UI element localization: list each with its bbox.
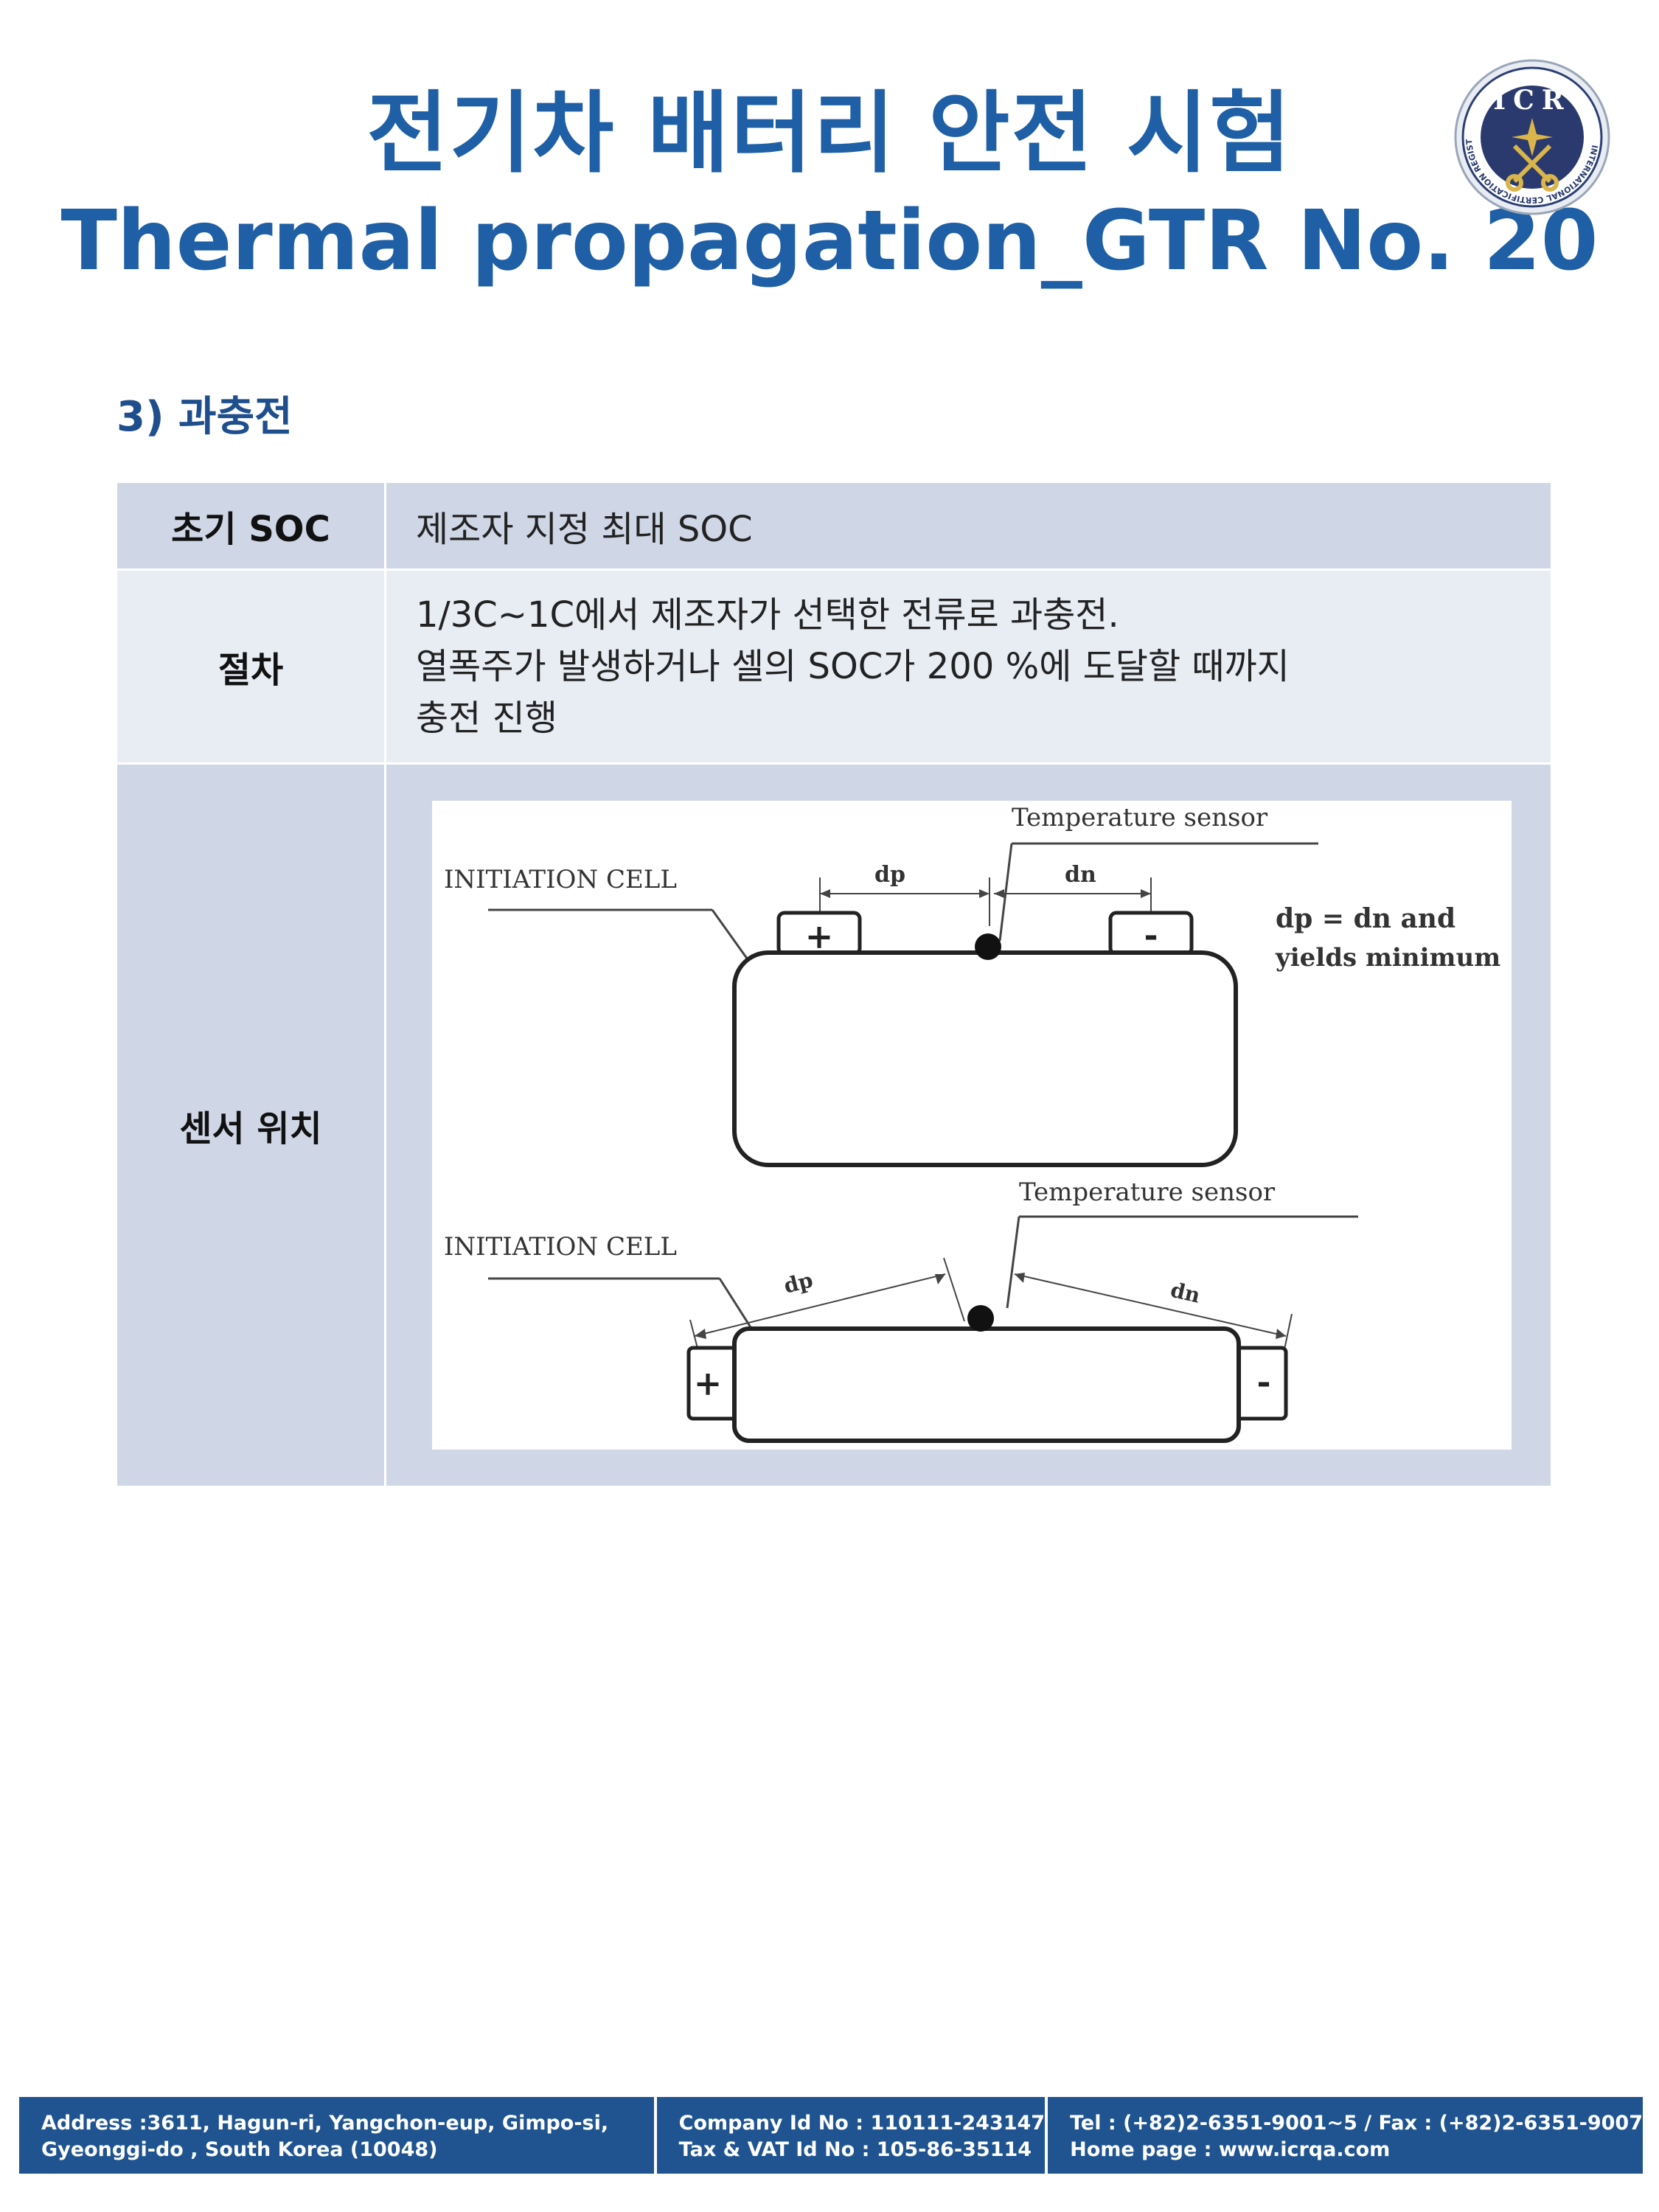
table-row: 초기 SOC 제조자 지정 최대 SOC	[115, 481, 1553, 571]
footer-tel-fax: Tel : (+82)2-6351-9001~5 / Fax : (+82)2-…	[1070, 2112, 1643, 2135]
bottom-cell-body	[732, 1326, 1241, 1443]
footer-address-line2: Gyeonggi-do , South Korea (10048)	[41, 2138, 438, 2161]
sensor-position-diagram: Temperature sensor INITIATION CELL	[432, 801, 1512, 1450]
label-initial-soc: 초기 SOC	[115, 481, 386, 571]
footer-tax-id: Tax & VAT Id No : 105-86-35114	[678, 2138, 1032, 2161]
bottom-diagram: Temperature sensor INITIATION CELL	[444, 1178, 1358, 1443]
top-diagram: Temperature sensor INITIATION CELL	[444, 803, 1500, 1167]
label-procedure: 절차	[115, 568, 386, 765]
top-note-line1: dp = dn and	[1276, 903, 1455, 934]
procedure-line: 충전 진행	[416, 698, 557, 739]
label-sensor-position: 센서 위치	[115, 762, 386, 1488]
section-heading: 3) 과충전	[116, 393, 293, 441]
bottom-temp-sensor-label: Temperature sensor	[1019, 1178, 1276, 1207]
footer: Address :3611, Hagun-ri, Yangchon-eup, G…	[19, 2097, 1643, 2174]
value-initial-soc: 제조자 지정 최대 SOC	[384, 481, 1553, 571]
value-sensor-position: Temperature sensor INITIATION CELL	[384, 762, 1553, 1488]
procedure-line: 1/3C~1C에서 제조자가 선택한 전류로 과충전.	[416, 594, 1119, 636]
icr-logo: INTERNATIONAL CERTIFICATION REGISTRAR IC…	[1453, 58, 1610, 215]
footer-contact: Tel : (+82)2-6351-9001~5 / Fax : (+82)2-…	[1045, 2097, 1643, 2174]
footer-address-line1: Address :3611, Hagun-ri, Yangchon-eup, G…	[41, 2112, 609, 2135]
bottom-plus-label: +	[694, 1363, 723, 1403]
spec-table: 초기 SOC 제조자 지정 최대 SOC 절차 1/3C~1C에서 제조자가 선…	[115, 481, 1553, 1488]
table-row: 센서 위치 Temperature sensor INITIATION CELL	[115, 762, 1553, 1488]
top-initiation-cell-label: INITIATION CELL	[444, 865, 677, 894]
page-title-korean: 전기차 배터리 안전 시험	[366, 83, 1293, 185]
value-procedure: 1/3C~1C에서 제조자가 선택한 전류로 과충전. 열폭주가 발생하거나 셀…	[384, 568, 1553, 765]
top-cell-body	[732, 950, 1238, 1167]
top-plus-label: +	[805, 917, 834, 956]
compass-star-icon	[1512, 118, 1553, 156]
footer-company-id: Company Id No : 110111-243147	[678, 2112, 1046, 2135]
top-minus-label: -	[1144, 915, 1158, 955]
bottom-temperature-sensor-dot	[967, 1305, 994, 1332]
table-row: 절차 1/3C~1C에서 제조자가 선택한 전류로 과충전. 열폭주가 발생하거…	[115, 568, 1553, 765]
bottom-initiation-cell-label: INITIATION CELL	[444, 1232, 677, 1262]
page-title-english: Thermal propagation_GTR No. 20	[60, 193, 1599, 289]
bottom-minus-label: -	[1256, 1362, 1270, 1402]
footer-ids: Company Id No : 110111-243147 Tax & VAT …	[653, 2097, 1046, 2174]
bottom-dn-label: dn	[1168, 1278, 1202, 1308]
top-dp-label: dp	[874, 862, 905, 888]
procedure-line: 열폭주가 발생하거나 셀의 SOC가 200 %에 도달할 때까지	[416, 646, 1290, 687]
top-temp-sensor-label: Temperature sensor	[1012, 803, 1268, 832]
footer-address: Address :3611, Hagun-ri, Yangchon-eup, G…	[19, 2097, 654, 2174]
crossed-keys-icon	[1506, 144, 1559, 192]
logo-text: ICR	[1493, 85, 1571, 116]
top-dn-label: dn	[1065, 862, 1096, 888]
footer-homepage-link[interactable]: Home page : www.icrqa.com	[1070, 2138, 1391, 2161]
bottom-dp-label: dp	[782, 1267, 815, 1298]
top-temperature-sensor-dot	[975, 933, 1001, 960]
top-note-line2: yields minimum	[1275, 943, 1500, 973]
